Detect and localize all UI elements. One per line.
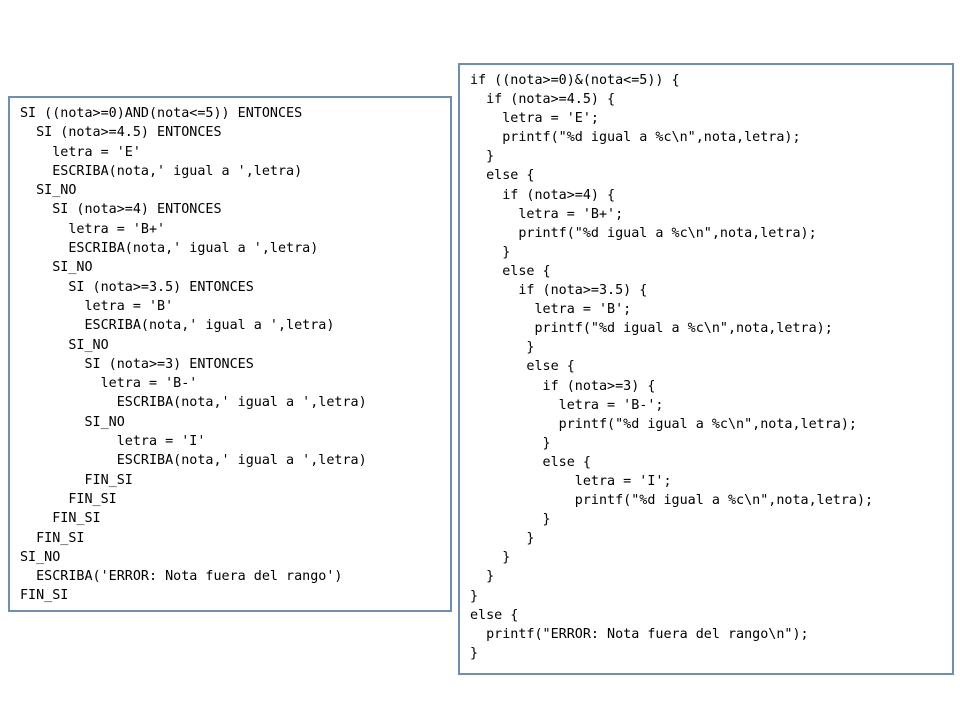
pseudocode-line: letra = 'I' — [20, 434, 206, 450]
pseudocode-line: FIN_SI — [20, 472, 133, 488]
c-code-line: } — [470, 569, 495, 585]
c-code-line: printf("%d igual a %c\n",nota,letra); — [470, 130, 801, 146]
c-code-line: letra = 'E'; — [470, 111, 599, 127]
c-code-line: else { — [470, 359, 575, 375]
c-code-line: } — [470, 435, 551, 451]
c-code-line: } — [470, 645, 479, 661]
c-code-line: if (nota>=3) { — [470, 378, 656, 394]
pseudocode-line: SI (nota>=3) ENTONCES — [20, 356, 254, 372]
pseudocode-line: FIN_SI — [20, 491, 117, 507]
pseudocode-line: SI_NO — [20, 414, 125, 430]
pseudocode-line: letra = 'B' — [20, 298, 174, 314]
pseudocode-panel: SI ((nota>=0)AND(nota<=5)) ENTONCES SI (… — [8, 96, 452, 612]
pseudocode-line: FIN_SI — [20, 588, 69, 604]
c-code-line: if (nota>=3.5) { — [470, 283, 648, 299]
c-code-line: } — [470, 244, 511, 260]
pseudocode-line: SI (nota>=4) ENTONCES — [20, 202, 222, 218]
pseudocode-line: ESCRIBA(nota,' igual a ',letra) — [20, 318, 335, 334]
pseudocode-line: letra = 'E' — [20, 144, 141, 160]
c-code-line: } — [470, 550, 511, 566]
c-code-line: if ((nota>=0)&(nota<=5)) { — [470, 73, 680, 88]
c-code-line: if (nota>=4) { — [470, 187, 616, 203]
c-code-line: else { — [470, 607, 519, 623]
c-code-line: } — [470, 588, 479, 604]
pseudocode-line: FIN_SI — [20, 511, 101, 527]
c-code-line: } — [470, 531, 535, 547]
c-code-line: else { — [470, 454, 591, 470]
pseudocode-line: SI (nota>=3.5) ENTONCES — [20, 279, 254, 295]
pseudocode-line: SI_NO — [20, 549, 61, 565]
c-code-line: else { — [470, 263, 551, 279]
pseudocode-line: SI_NO — [20, 183, 77, 199]
pseudocode-line: ESCRIBA('ERROR: Nota fuera del rango') — [20, 569, 343, 585]
c-code-line: } — [470, 340, 535, 356]
c-code-line: printf("%d igual a %c\n",nota,letra); — [470, 225, 817, 241]
c-code-line: letra = 'I'; — [470, 473, 672, 489]
c-code-line: } — [470, 149, 495, 165]
c-code-line: } — [470, 512, 551, 528]
pseudocode-line: FIN_SI — [20, 530, 85, 546]
pseudocode-line: SI_NO — [20, 337, 109, 353]
pseudocode-line: SI_NO — [20, 260, 93, 276]
c-code-line: letra = 'B'; — [470, 302, 632, 318]
pseudocode-line: SI (nota>=4.5) ENTONCES — [20, 125, 222, 141]
c-code-line: letra = 'B-'; — [470, 397, 664, 413]
pseudocode-line: ESCRIBA(nota,' igual a ',letra) — [20, 395, 367, 411]
c-code-line: printf("ERROR: Nota fuera del rango\n"); — [470, 626, 809, 642]
c-code-line: printf("%d igual a %c\n",nota,letra); — [470, 416, 857, 432]
c-code-line: if (nota>=4.5) { — [470, 92, 616, 108]
pseudocode-line: ESCRIBA(nota,' igual a ',letra) — [20, 453, 367, 469]
pseudocode-line: ESCRIBA(nota,' igual a ',letra) — [20, 241, 319, 257]
pseudocode-line: SI ((nota>=0)AND(nota<=5)) ENTONCES — [20, 106, 303, 121]
c-code-panel: if ((nota>=0)&(nota<=5)) { if (nota>=4.5… — [458, 63, 954, 675]
c-code-line: printf("%d igual a %c\n",nota,letra); — [470, 493, 874, 509]
pseudocode-line: letra = 'B-' — [20, 376, 198, 392]
pseudocode-line: ESCRIBA(nota,' igual a ',letra) — [20, 163, 303, 179]
c-code-line: letra = 'B+'; — [470, 206, 624, 222]
pseudocode-line: letra = 'B+' — [20, 221, 166, 237]
c-code-line: printf("%d igual a %c\n",nota,letra); — [470, 321, 833, 337]
c-code-line: else { — [470, 168, 535, 184]
